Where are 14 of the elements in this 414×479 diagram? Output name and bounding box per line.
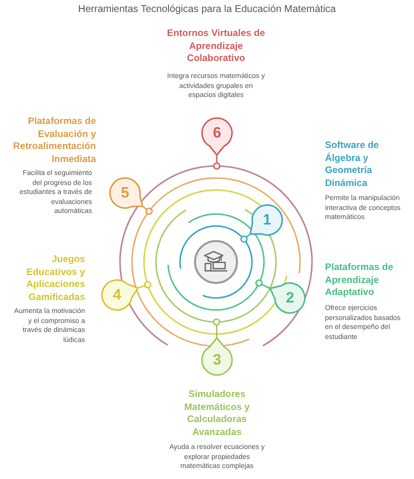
tool-title: Plataformas de Aprendizaje Adaptativo xyxy=(325,262,394,300)
diagram-title: Herramientas Tecnológicas para la Educación Matemática xyxy=(77,4,337,15)
tool-title: Entornos Virtuales de Aprendizaje Colaborativo xyxy=(166,28,266,66)
step-number: 4 xyxy=(112,288,122,302)
hub-circle xyxy=(194,240,238,284)
tool-title: Juegos Educativos y Aplicaciones Gamificadas xyxy=(25,254,85,304)
step-number: 6 xyxy=(212,126,222,140)
step-number: 5 xyxy=(120,186,130,200)
tool-title: Simuladores Matemáticos y Calculadoras Avanzadas xyxy=(183,389,251,439)
step-number: 3 xyxy=(212,352,222,368)
step-number: 1 xyxy=(262,212,272,228)
step-number: 2 xyxy=(286,290,294,306)
tool-title: Software de Álgebra y Geometría Dinámica xyxy=(325,140,380,190)
tool-title: Plataformas de Evaluación y Retroalimentación Inmediata xyxy=(12,116,96,166)
